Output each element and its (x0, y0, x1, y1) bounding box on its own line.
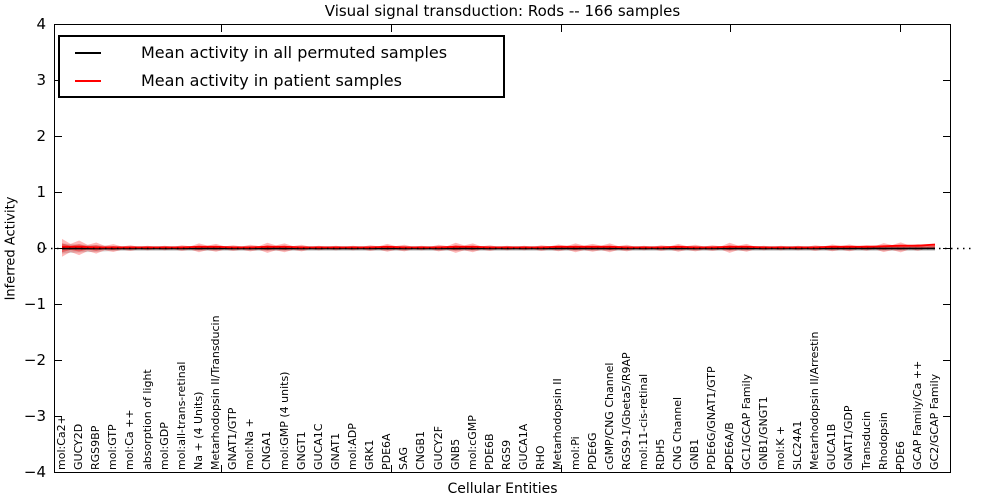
axis-tick (943, 416, 950, 418)
legend: Mean activity in all permuted samples Me… (58, 35, 505, 98)
legend-label: Mean activity in all permuted samples (141, 43, 448, 62)
axis-tick (899, 25, 901, 32)
y-tick-label: −1 (23, 295, 46, 314)
axis-tick (560, 25, 562, 32)
axis-tick (943, 23, 950, 25)
axis-tick (220, 465, 222, 472)
axis-tick (943, 472, 950, 474)
y-tick-label: −2 (23, 351, 46, 370)
axis-tick (55, 360, 62, 362)
patient-mean-line (62, 243, 936, 249)
axis-tick (220, 25, 222, 32)
axis-tick (55, 23, 62, 25)
axis-tick (943, 79, 950, 81)
y-tick-label: 1 (36, 182, 46, 201)
legend-item-permuted: Mean activity in all permuted samples (60, 39, 503, 67)
axis-tick (943, 191, 950, 193)
axis-tick (943, 360, 950, 362)
y-tick-label: 4 (36, 14, 46, 33)
axis-tick (729, 25, 731, 32)
chart-title: Visual signal transduction: Rods -- 166 … (324, 2, 681, 20)
axis-tick (390, 465, 392, 472)
axis-tick (943, 304, 950, 306)
x-axis-label: Cellular Entities (447, 481, 558, 497)
axis-tick (55, 135, 62, 137)
y-tick-label: −4 (23, 463, 46, 482)
y-tick-label: 2 (36, 126, 46, 145)
patient-line-swatch (75, 79, 101, 82)
y-tick-label: −3 (23, 407, 46, 426)
axis-tick (899, 465, 901, 472)
axis-tick (55, 191, 62, 193)
axis-tick (729, 465, 731, 472)
axis-tick (55, 304, 62, 306)
axis-tick (943, 135, 950, 137)
legend-label: Mean activity in patient samples (141, 71, 402, 90)
y-tick-label: 0 (36, 239, 46, 257)
axis-tick (55, 472, 62, 474)
axis-tick (390, 25, 392, 32)
legend-item-patient: Mean activity in patient samples (60, 67, 503, 95)
axis-tick (55, 416, 62, 418)
axis-tick (560, 465, 562, 472)
permuted-line-swatch (75, 51, 101, 54)
y-tick-label: 3 (36, 70, 46, 89)
